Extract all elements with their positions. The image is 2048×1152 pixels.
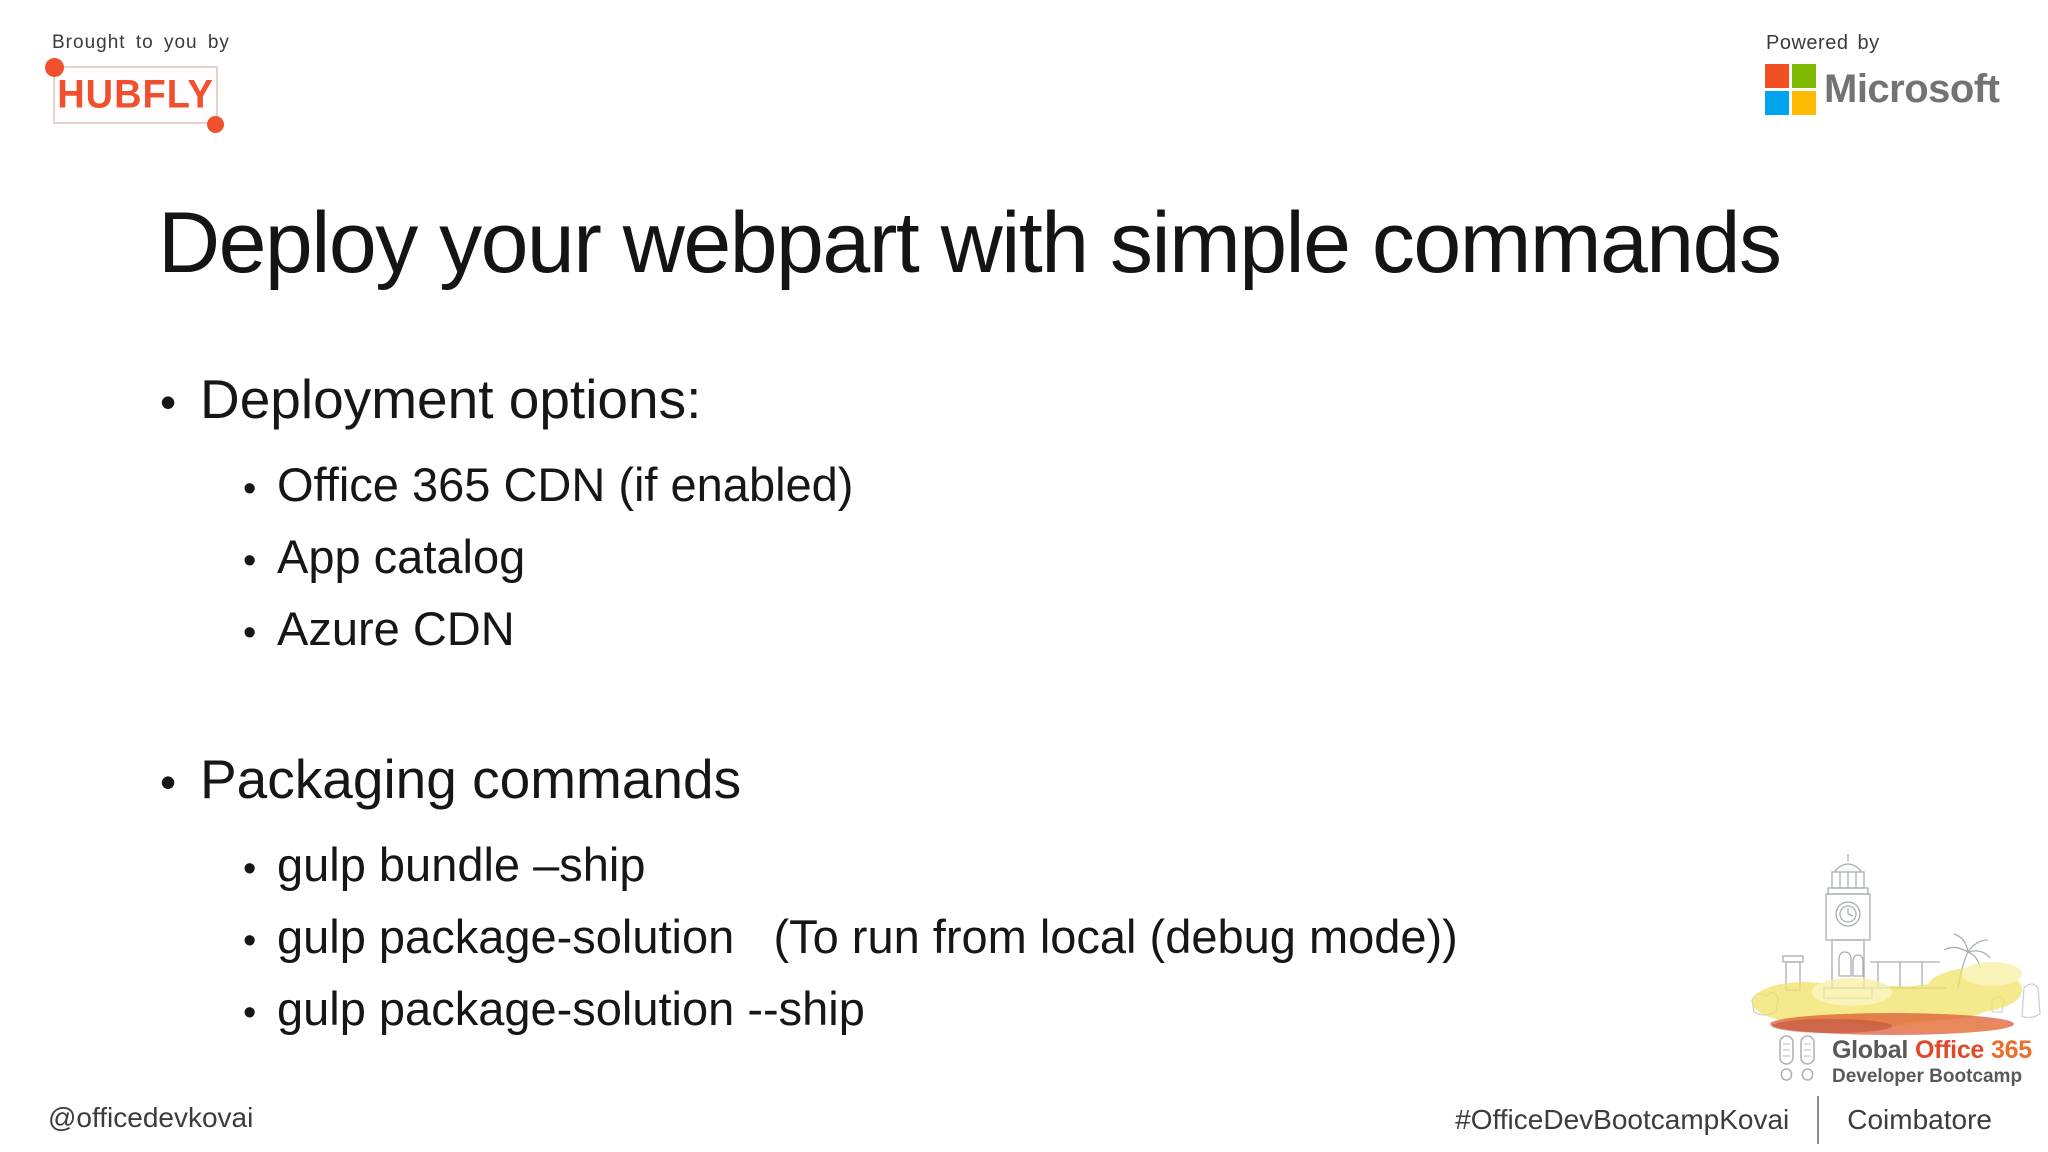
- hubfly-logo-dot-bottomright: [207, 116, 224, 133]
- hubfly-logo-dot-topleft: [45, 58, 64, 77]
- microsoft-wordmark: Microsoft: [1824, 67, 2000, 111]
- microsoft-logo: Microsoft: [1765, 64, 2000, 115]
- footer-divider: [1817, 1096, 1820, 1144]
- event-hashtag: #OfficeDevBootcampKovai: [1455, 1104, 1790, 1135]
- bootcamp-office-label: Office: [1914, 1036, 1985, 1064]
- footprints-icon: [1779, 1035, 1815, 1081]
- microsoft-square-green: [1792, 64, 1816, 88]
- bullet-marker: •: [160, 756, 177, 808]
- bullet-text: App catalog: [277, 530, 526, 583]
- bullet-item-level1: • Packaging commands: [160, 742, 1458, 819]
- bullet-text: Packaging commands: [200, 748, 742, 810]
- bullet-item-level2: • App catalog: [243, 523, 853, 595]
- hubfly-logo: HUBFLY: [45, 58, 224, 133]
- bullet-item-level2: • Azure CDN: [243, 595, 853, 667]
- bullet-item-level2: • gulp package-solution (To run from loc…: [243, 903, 1458, 975]
- microsoft-squares-icon: [1765, 64, 1816, 115]
- bootcamp-brand-line2: Developer Bootcamp: [1832, 1066, 2023, 1087]
- bullet-text: gulp package-solution --ship: [277, 982, 865, 1035]
- bootcamp-global-label: Global: [1832, 1036, 1908, 1064]
- sub-bullet-list: • Office 365 CDN (if enabled) • App cata…: [243, 451, 853, 667]
- bullet-marker: •: [243, 540, 257, 582]
- bullet-marker: •: [243, 468, 257, 510]
- brought-to-you-by-label: Brought to you by: [52, 32, 230, 53]
- sub-bullet-list: • gulp bundle –ship • gulp package-solut…: [243, 831, 1458, 1047]
- bullet-marker: •: [243, 612, 257, 654]
- bullet-item-level2: • Office 365 CDN (if enabled): [243, 451, 853, 523]
- event-location: Coimbatore: [1847, 1104, 1992, 1135]
- bullet-item-level1: • Deployment options:: [160, 362, 853, 439]
- hubfly-logo-text: HUBFLY: [57, 72, 214, 117]
- microsoft-square-red: [1765, 64, 1789, 88]
- slide-title: Deploy your webpart with simple commands: [158, 195, 1782, 291]
- bootcamp-365-label: 365: [1991, 1036, 2032, 1064]
- bullet-group-deployment-options: • Deployment options: • Office 365 CDN (…: [160, 362, 853, 667]
- bullet-text: Deployment options:: [200, 368, 702, 430]
- microsoft-square-yellow: [1792, 91, 1816, 115]
- coimbatore-clock-tower-illustration: [1742, 850, 2048, 1045]
- bullet-marker: •: [160, 376, 177, 428]
- bullet-text: gulp package-solution (To run from local…: [277, 910, 1458, 963]
- microsoft-square-blue: [1765, 91, 1789, 115]
- bullet-marker: •: [243, 848, 257, 890]
- bullet-item-level2: • gulp bundle –ship: [243, 831, 1458, 903]
- bullet-item-level2: • gulp package-solution --ship: [243, 975, 1458, 1047]
- twitter-handle: @officedevkovai: [48, 1102, 254, 1133]
- bullet-text: gulp bundle –ship: [277, 838, 646, 891]
- footer-right-group: #OfficeDevBootcampKovai Coimbatore: [1455, 1096, 1992, 1144]
- powered-by-label: Powered by: [1766, 32, 1880, 54]
- bullet-marker: •: [243, 992, 257, 1034]
- bullet-text: Office 365 CDN (if enabled): [277, 458, 854, 511]
- bullet-text: Azure CDN: [277, 602, 515, 655]
- bullet-group-packaging-commands: • Packaging commands • gulp bundle –ship…: [160, 742, 1458, 1047]
- bullet-marker: •: [243, 920, 257, 962]
